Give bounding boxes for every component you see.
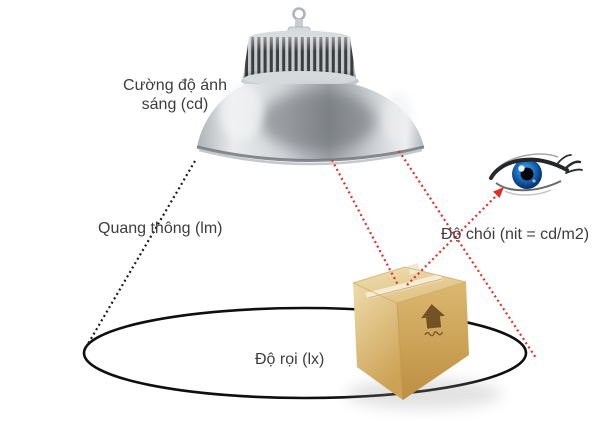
lamp-to-box-red-line: [331, 159, 399, 286]
box-to-eye-red-line: [406, 194, 498, 286]
fragile-arrow-icon: [421, 304, 445, 337]
cardboard-box-icon: [352, 263, 469, 401]
highbay-led-lamp-icon: [196, 7, 425, 166]
label-luminous-flux: Quang thông (lm): [98, 220, 223, 237]
label-luminous-intensity: Cường độ ánh sáng (cd): [123, 77, 227, 113]
luminous-flux-dotted-line: [84, 160, 196, 350]
diagram-lines: [84, 150, 537, 359]
label-illuminance: Độ rọi (lx): [255, 351, 325, 368]
lamp-to-floor-red-line: [398, 150, 537, 359]
arrowhead-icon: [493, 187, 504, 198]
eye-icon: [489, 153, 583, 196]
label-luminance: Độ chói (nit = cd/m2): [441, 226, 590, 243]
